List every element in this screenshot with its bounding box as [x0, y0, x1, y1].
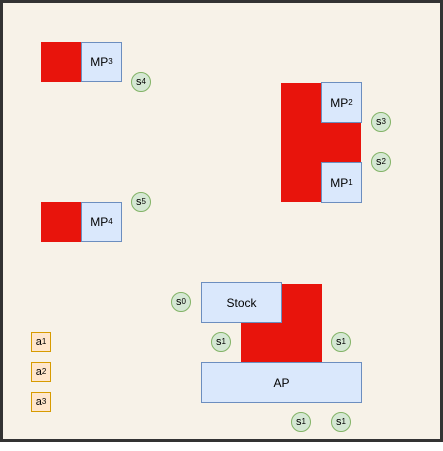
mp3-occupied-block [41, 42, 81, 82]
stock-station: Stock [201, 282, 282, 323]
ap-label: AP [273, 375, 290, 390]
stock-occupied-upper-block [281, 284, 322, 324]
mp4-occupied-block [41, 202, 81, 242]
stock-label: Stock [226, 295, 257, 310]
mp2-label: MP [330, 95, 349, 110]
stock-occupied-lower-block [241, 322, 322, 363]
mp-middle-occupied-block [321, 122, 361, 163]
mp-column-occupied-block [281, 83, 322, 202]
mp3-label: MP [90, 55, 109, 69]
ap-station: AP [201, 362, 362, 403]
mp1-label: MP [330, 175, 349, 190]
mp4-label: MP [90, 215, 109, 229]
